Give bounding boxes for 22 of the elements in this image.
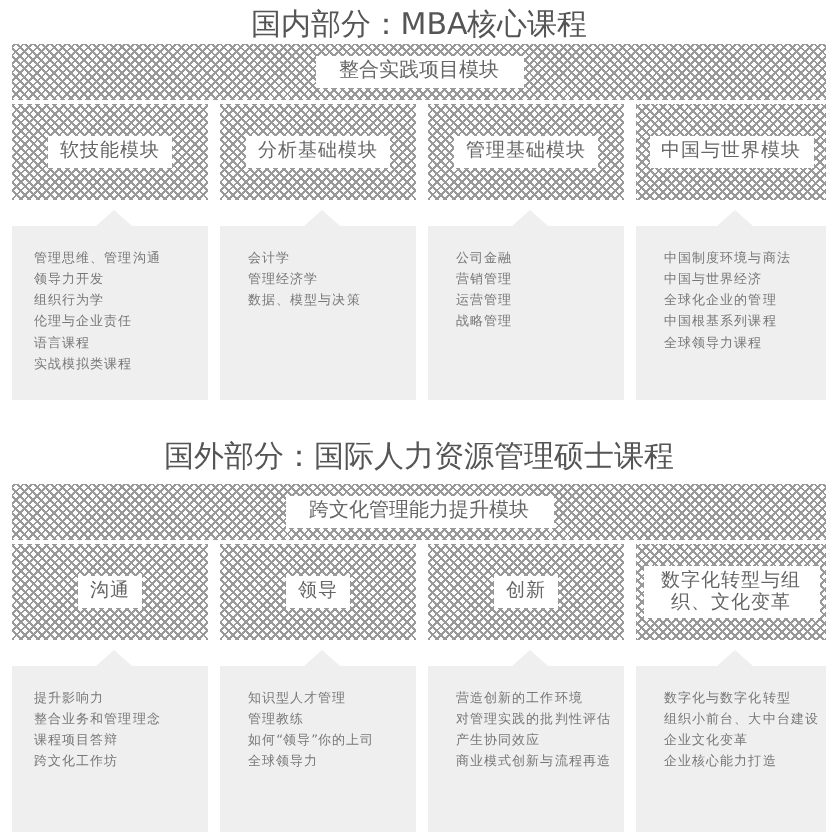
module-label: 领导 <box>286 576 350 608</box>
module-label: 中国与世界模块 <box>649 136 813 168</box>
module-label: 数字化转型与组织、文化变革 <box>643 565 819 619</box>
module-label: 分析基础模块 <box>246 136 390 168</box>
section-title: 国外部分：国际人力资源管理硕士课程 <box>162 438 676 476</box>
module-label: 整合实践项目模块 <box>315 56 523 88</box>
module-box <box>636 544 826 640</box>
module-box <box>12 104 208 200</box>
section-title: 国内部分：MBA核心课程 <box>248 6 590 44</box>
module-box <box>12 544 208 640</box>
module-label: 跨文化管理能力提升模块 <box>285 496 553 528</box>
module-box <box>220 544 416 640</box>
module-box <box>220 104 416 200</box>
module-label: 软技能模块 <box>48 136 172 168</box>
module-band <box>12 44 826 100</box>
module-label: 创新 <box>494 576 558 608</box>
module-label: 沟通 <box>78 576 142 608</box>
module-box <box>428 544 624 640</box>
module-band <box>12 484 826 540</box>
module-label: 管理基础模块 <box>454 136 598 168</box>
module-box <box>636 104 826 200</box>
module-box <box>428 104 624 200</box>
